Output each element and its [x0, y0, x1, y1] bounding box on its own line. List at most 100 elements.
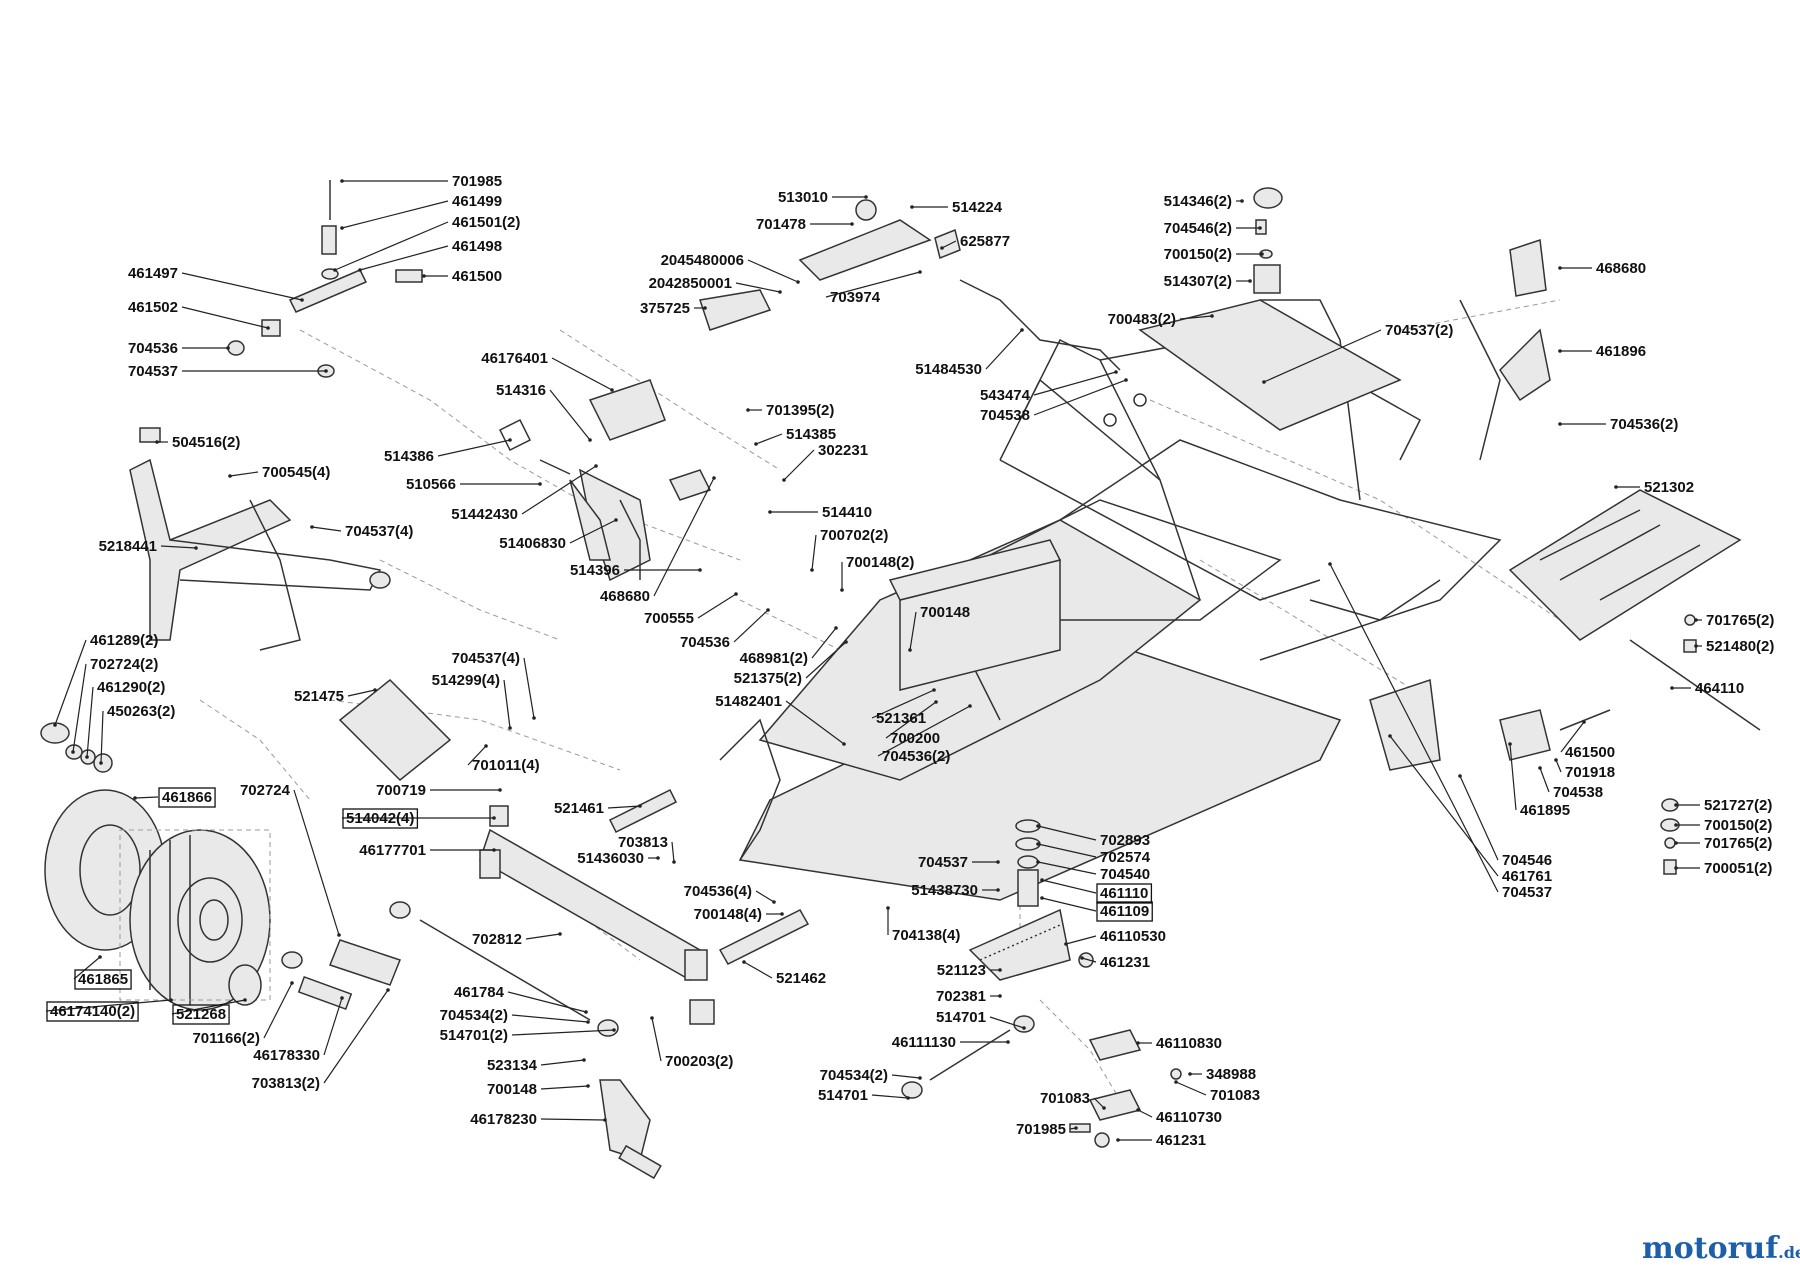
- cable-rod: [1629, 639, 1761, 731]
- part-label: 543474: [980, 387, 1031, 404]
- part-label-box: [1096, 883, 1153, 904]
- leader-line: [671, 841, 675, 863]
- part-label: 51442430: [451, 506, 518, 523]
- right-lever: [1499, 709, 1611, 761]
- leader-dot: [1262, 380, 1266, 384]
- leader-dot: [538, 482, 542, 486]
- leader-dot: [1614, 485, 1618, 489]
- leader-line: [1459, 775, 1499, 861]
- part-label: 704534(2): [440, 1007, 508, 1024]
- part-label: 523134: [487, 1057, 538, 1074]
- leader-dot: [594, 464, 598, 468]
- leader-line: [263, 982, 293, 1039]
- leader-dot: [1174, 1080, 1178, 1084]
- leader-dot: [228, 474, 232, 478]
- bracket-46110830: [1088, 1029, 1142, 1061]
- leader-line: [985, 329, 1023, 370]
- part-label: 703813: [618, 834, 668, 851]
- top-left-hardware: [227, 180, 423, 378]
- part-label: 704536(4): [684, 883, 752, 900]
- leader-dot: [484, 744, 488, 748]
- leader-dot: [996, 860, 1000, 864]
- part-label: 700483(2): [1108, 311, 1176, 328]
- leader-dot: [1538, 766, 1542, 770]
- part-label: 514316: [496, 382, 546, 399]
- leader-dot: [918, 1076, 922, 1080]
- leader-dot: [1116, 1138, 1120, 1142]
- part-label: 2042850001: [649, 275, 732, 292]
- part-label: 521361: [876, 710, 926, 727]
- leader-line: [805, 641, 847, 679]
- leader-line: [521, 465, 597, 515]
- leader-dot: [742, 960, 746, 964]
- part-label: 521480(2): [1706, 638, 1774, 655]
- drag-link: [901, 1015, 1035, 1099]
- part-label: 46110830: [1156, 1035, 1222, 1052]
- leader-dot: [386, 988, 390, 992]
- leader-dot: [1694, 618, 1698, 622]
- leader-line: [1509, 743, 1517, 811]
- leader-line: [1179, 315, 1213, 320]
- leader-line: [569, 519, 617, 544]
- watermark-text: motoruf: [1642, 1231, 1780, 1266]
- part-label: 704537(4): [452, 650, 520, 667]
- leader-line: [525, 933, 561, 940]
- seat-plate: [1508, 489, 1742, 641]
- part-label: 461784: [454, 984, 505, 1001]
- leader-dot: [582, 1058, 586, 1062]
- leader-dot: [1188, 1072, 1192, 1076]
- leader-dot: [532, 716, 536, 720]
- leader-line: [877, 705, 971, 757]
- leader-line: [1175, 1081, 1207, 1096]
- part-label: 704138(4): [892, 927, 960, 944]
- part-label: 461501(2): [452, 214, 520, 231]
- leader-line: [1041, 879, 1097, 894]
- part-label: 461896: [1596, 343, 1646, 360]
- part-label: 514701: [936, 1009, 986, 1026]
- part-label: 514346(2): [1164, 193, 1232, 210]
- leader-dot: [1674, 823, 1678, 827]
- leader-line: [1037, 825, 1097, 841]
- part-label: 5218441: [99, 538, 157, 555]
- part-label: 461498: [452, 238, 502, 255]
- leader-dot: [782, 478, 786, 482]
- leader-dot: [780, 912, 784, 916]
- leader-line: [134, 796, 159, 799]
- part-label: 702381: [936, 988, 986, 1005]
- part-label: 702893: [1100, 832, 1150, 849]
- leader-line: [540, 1085, 589, 1090]
- front-axle: [479, 805, 715, 1025]
- leader-dot: [99, 761, 103, 765]
- svg-text:motoruf.de: motoruf.de: [1642, 1231, 1800, 1266]
- bracket-521462: [718, 909, 810, 965]
- leader-dot: [650, 1016, 654, 1020]
- leader-line: [1555, 759, 1562, 773]
- lift-rod: [959, 279, 1121, 371]
- leader-dot: [656, 856, 660, 860]
- leader-line: [323, 989, 389, 1084]
- leader-dot: [698, 568, 702, 572]
- part-label: 461290(2): [97, 679, 165, 696]
- part-label: 461499: [452, 193, 502, 210]
- part-label: 461231: [1156, 1132, 1206, 1149]
- leader-dot: [508, 438, 512, 442]
- leader-dot: [340, 996, 344, 1000]
- part-label: 703974: [830, 289, 881, 306]
- part-label: 468981(2): [740, 650, 808, 667]
- part-label: 46177701: [359, 842, 426, 859]
- part-label: 514307(2): [1164, 273, 1232, 290]
- part-label: 704546: [1502, 852, 1552, 869]
- leader-dot: [1114, 370, 1118, 374]
- leader-line: [755, 433, 783, 445]
- part-label: 700200: [890, 730, 940, 747]
- leader-line: [607, 805, 641, 809]
- leader-dot: [1670, 686, 1674, 690]
- part-label: 375725: [640, 300, 690, 317]
- leader-line: [507, 991, 587, 1013]
- leader-line: [783, 449, 815, 481]
- seat-bracket: [1499, 328, 1551, 402]
- part-label: 704546(2): [1164, 220, 1232, 237]
- leader-dot: [934, 700, 938, 704]
- leader-dot: [1036, 824, 1040, 828]
- leader-dot: [358, 268, 362, 272]
